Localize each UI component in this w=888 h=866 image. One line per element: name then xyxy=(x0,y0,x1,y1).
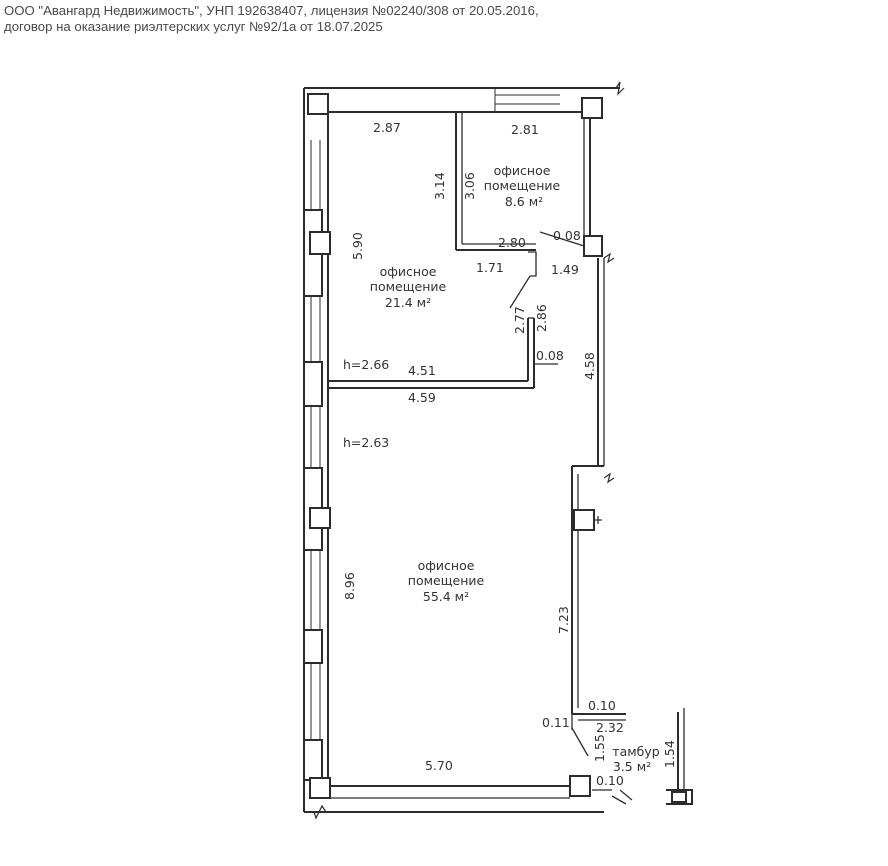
entry-swing-mark xyxy=(611,795,627,805)
facade-pier-5 xyxy=(303,739,323,781)
room-mid-area: 21.4 м² xyxy=(385,295,431,310)
dim-2-86: 2.86 xyxy=(534,304,549,332)
room-label-small: офисное помещение 8.6 м² xyxy=(484,163,561,209)
dim-1-71: 1.71 xyxy=(476,260,504,275)
dim-5-70: 5.70 xyxy=(425,758,453,773)
dim-4-51: 4.51 xyxy=(408,363,436,378)
corner-column-bottom-left xyxy=(309,777,331,799)
corner-column-bottom-right xyxy=(569,775,591,797)
facade-pier-4 xyxy=(303,629,323,664)
dim-2-77: 2.77 xyxy=(512,306,527,334)
dim-2-32: 2.32 xyxy=(596,720,624,735)
door-jamb-small xyxy=(528,251,537,277)
vestibule-entry-corner xyxy=(666,789,693,805)
column-left-low xyxy=(309,507,331,529)
dim-0-10-top: 0.10 xyxy=(588,698,616,713)
dim-2-87: 2.87 xyxy=(373,120,401,135)
corner-column-top-right xyxy=(581,97,603,119)
header-line-2: договор на оказание риэлтерских услуг №9… xyxy=(4,18,383,34)
dim-1-55: 1.55 xyxy=(592,734,607,762)
dim-0-10-bottom: 0.10 xyxy=(596,773,624,788)
room-label-large: офисное помещение 55.4 м² xyxy=(408,558,485,604)
door-swing-mark xyxy=(509,275,531,309)
corner-column-top-left xyxy=(307,93,329,115)
dim-4-58: 4.58 xyxy=(582,352,597,380)
dim-2-80: 2.80 xyxy=(498,235,526,250)
room-label-vestibule: тамбур 3.5 м² xyxy=(612,744,659,774)
room-small-area: 8.6 м² xyxy=(505,194,543,209)
vestibule-door-leaf xyxy=(571,727,589,757)
left-windows xyxy=(310,140,321,740)
dim-1-49: 1.49 xyxy=(551,262,579,277)
dim-8-96: 8.96 xyxy=(342,572,357,600)
top-window xyxy=(494,88,560,112)
column-right-low xyxy=(573,509,595,531)
header-line-1: ООО "Авангард Недвижимость", УНП 1926384… xyxy=(4,3,539,18)
dim-0-08-top: 0.08 xyxy=(553,228,581,243)
vestibule-line1: тамбур xyxy=(612,744,659,759)
vestibule-entry-column xyxy=(671,791,687,803)
room-label-mid: офисное помещение 21.4 м² xyxy=(370,264,447,310)
height-large-room: h=2.63 xyxy=(343,435,389,450)
dim-3-14: 3.14 xyxy=(432,172,447,200)
column-right-mid xyxy=(583,235,603,257)
room-mid-line1: офисное xyxy=(380,264,437,279)
room-small-line2: помещение xyxy=(484,178,561,193)
dim-4-59: 4.59 xyxy=(408,390,436,405)
dim-1-54: 1.54 xyxy=(662,740,677,768)
room-large-area: 55.4 м² xyxy=(423,589,469,604)
room-large-line2: помещение xyxy=(408,573,485,588)
room-small-line1: офисное xyxy=(494,163,551,178)
dim-0-11: 0.11 xyxy=(542,715,570,730)
dim-2-81: 2.81 xyxy=(511,122,539,137)
vestibule-area: 3.5 м² xyxy=(613,759,651,774)
wall-break-marks xyxy=(313,81,633,820)
agency-header: ООО "Авангард Недвижимость", УНП 1926384… xyxy=(4,3,884,34)
dim-7-23: 7.23 xyxy=(556,606,571,634)
room-mid-line2: помещение xyxy=(370,279,447,294)
column-left-mid xyxy=(309,231,331,255)
height-mid-room: h=2.66 xyxy=(343,357,389,372)
thin-wall-mark xyxy=(539,231,585,247)
dim-0-08-mid: 0.08 xyxy=(536,348,564,363)
dim-3-06: 3.06 xyxy=(462,172,477,200)
room-large-line1: офисное xyxy=(418,558,475,573)
facade-pier-2 xyxy=(303,361,323,407)
dim-5-90: 5.90 xyxy=(350,232,365,260)
